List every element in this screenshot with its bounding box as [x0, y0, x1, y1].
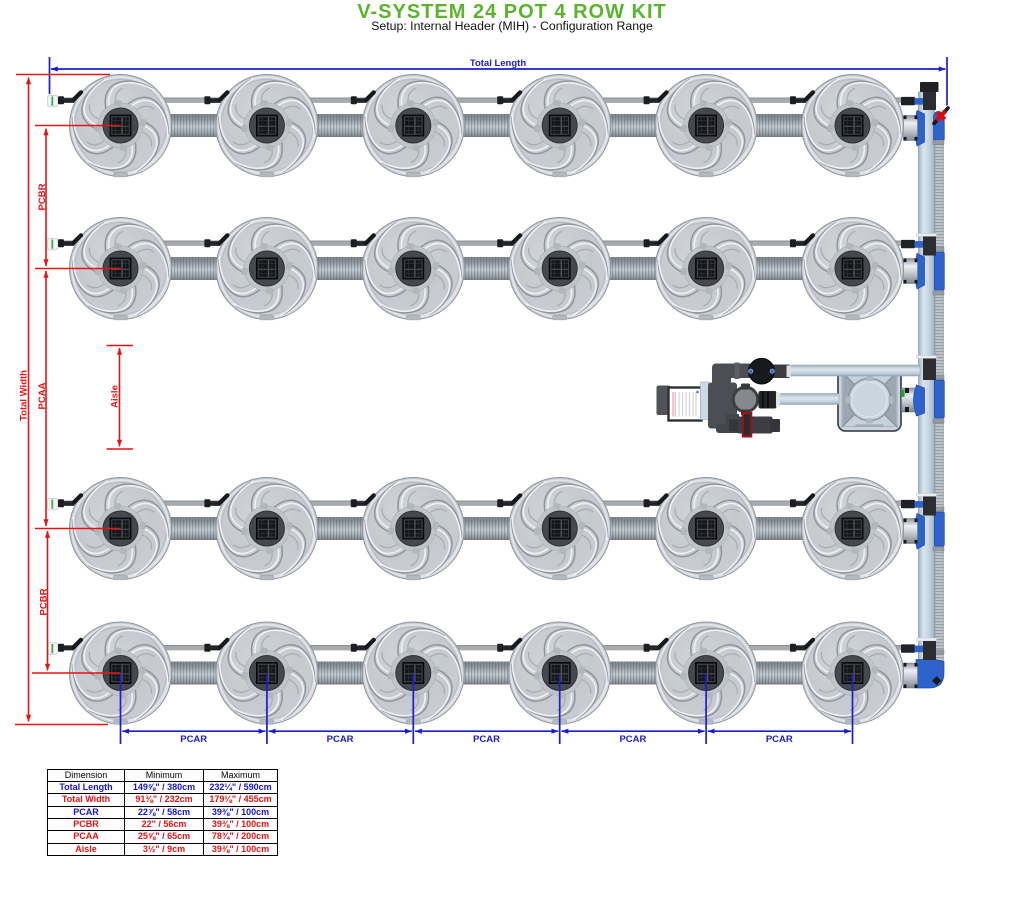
svg-text:PCAR: PCAR [619, 734, 646, 745]
svg-text:PCBR: PCBR [37, 183, 48, 210]
svg-text:Total Width: Total Width [19, 370, 30, 421]
svg-text:PCAA: PCAA [37, 382, 48, 409]
svg-text:PCAR: PCAR [473, 734, 500, 745]
svg-text:PCAR: PCAR [180, 734, 207, 745]
svg-text:PCAR: PCAR [766, 734, 793, 745]
svg-text:PCBR: PCBR [39, 588, 50, 615]
svg-text:Total Length: Total Length [470, 58, 526, 69]
svg-text:Aisle: Aisle [110, 385, 121, 408]
svg-text:PCAR: PCAR [327, 734, 354, 745]
